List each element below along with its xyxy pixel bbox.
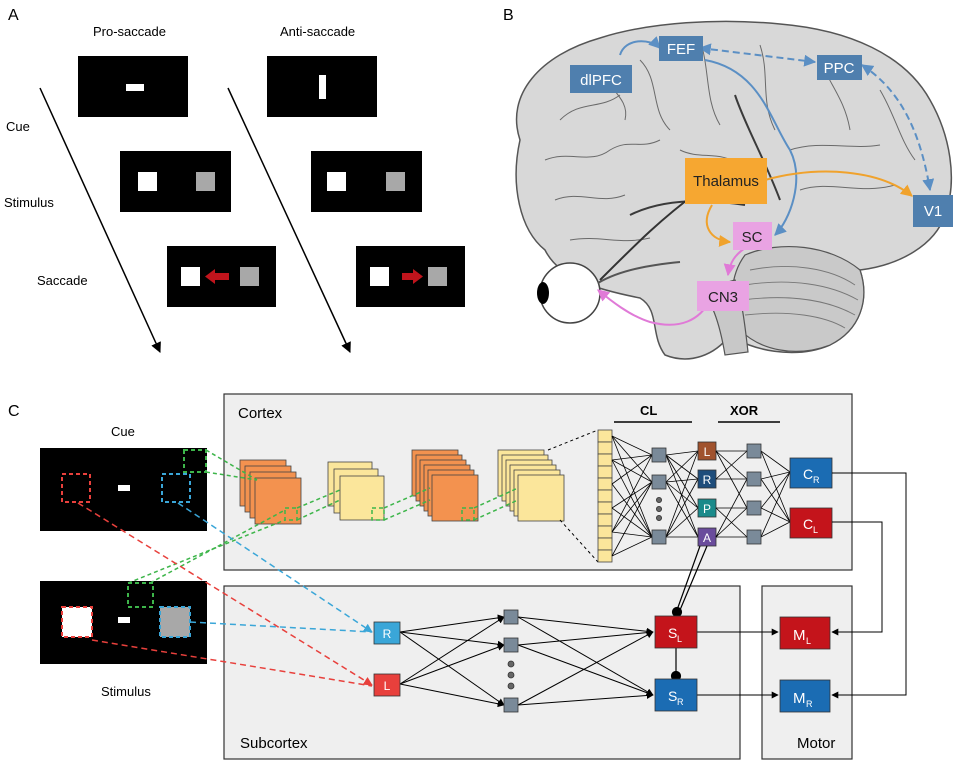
eye-icon	[537, 261, 681, 324]
rule-unit-l: L	[697, 441, 717, 461]
region-dlpfc: dlPFC	[570, 65, 632, 93]
cortex-output-cl: C L	[789, 507, 833, 539]
input-stimulus-screen	[40, 581, 207, 664]
subcortex-hidden-units	[503, 609, 519, 713]
region-cn3-label: CN3	[708, 289, 738, 306]
input-cue-label: Cue	[111, 424, 135, 439]
region-v1: V1	[913, 195, 953, 227]
region-ppc: PPC	[817, 55, 862, 80]
xor-hidden-units	[746, 443, 762, 545]
rule-unit-a: A	[697, 527, 717, 547]
rule-unit-r: R	[697, 469, 717, 489]
panel-a-label: A	[8, 7, 19, 24]
conv-layer-1	[239, 459, 302, 525]
cortex-label: Cortex	[238, 405, 283, 422]
subcortex-output-sr-sub: R	[677, 697, 684, 707]
motor-output-mr-label: M	[793, 690, 806, 707]
rightward-saccade-arrow-icon	[402, 269, 423, 284]
pro-saccade-title: Pro-saccade	[93, 24, 166, 39]
region-sc-label: SC	[742, 229, 763, 246]
pro-cue-screen	[78, 56, 188, 117]
cortex-output-cr-label: C	[803, 466, 813, 482]
region-cn3: CN3	[697, 281, 749, 311]
region-dlpfc-label: dlPFC	[580, 72, 622, 89]
flatten-lines	[547, 429, 599, 563]
subcortex-input-r: R	[373, 621, 401, 645]
motor-label: Motor	[797, 735, 835, 752]
motor-box	[761, 585, 853, 760]
anti-saccade-screen	[356, 246, 465, 307]
subcortex-box	[223, 585, 741, 760]
subcortex-output-sl-sub: L	[677, 634, 682, 644]
conv-layer-3	[411, 449, 479, 522]
subcortex-input-l-label: L	[384, 679, 391, 693]
panel-b: B	[503, 7, 953, 360]
time-arrow-anti	[227, 87, 351, 353]
motor-output-ml: M L	[779, 616, 831, 650]
cortex-output-cl-sub: L	[813, 525, 818, 535]
motor-output-ml-label: M	[793, 627, 806, 644]
subcortex-label: Subcortex	[240, 735, 308, 752]
region-fef: FEF	[659, 36, 703, 61]
region-thalamus: Thalamus	[685, 158, 767, 204]
rule-unit-a-label: A	[703, 531, 711, 545]
subcortex-output-sl-label: S	[668, 625, 677, 641]
xor-connections	[715, 450, 791, 538]
subcortex-input-l: L	[373, 673, 401, 697]
panel-b-label: B	[503, 7, 514, 24]
pathways	[597, 36, 935, 326]
motor-output-mr-sub: R	[806, 699, 813, 709]
region-sc: SC	[733, 222, 772, 250]
cortex-to-motor-connections	[831, 472, 907, 699]
rule-unit-p-label: P	[703, 502, 711, 516]
cortex-output-cr: C R	[789, 457, 833, 489]
anti-stimulus-screen	[311, 151, 422, 212]
subcortex-input-r-label: R	[383, 627, 392, 641]
motor-output-ml-sub: L	[806, 636, 811, 646]
pro-stimulus-screen	[120, 151, 231, 212]
panel-c-label: C	[8, 403, 20, 420]
conv-layer-2	[327, 461, 385, 521]
rule-unit-l-label: L	[704, 445, 711, 459]
rule-unit-p: P	[697, 498, 717, 518]
anti-saccade-title: Anti-saccade	[280, 24, 355, 39]
rule-unit-r-label: R	[703, 473, 712, 487]
subcortex-output-sr-label: S	[668, 688, 677, 704]
cerebellum-folia	[741, 266, 859, 329]
input-stimulus-label: Stimulus	[101, 684, 151, 699]
conv-layer-4	[497, 449, 565, 522]
cl-header: CL	[640, 403, 657, 418]
stimulus-phase-label: Stimulus	[4, 195, 54, 210]
cue-phase-label: Cue	[6, 119, 30, 134]
time-arrow-pro	[39, 87, 161, 353]
subcortex-output-sr: S R	[654, 678, 698, 712]
subcortex-output-sl: S L	[654, 615, 698, 649]
xor-header: XOR	[730, 403, 759, 418]
leftward-saccade-arrow-icon	[205, 269, 229, 284]
receptive-field-lines	[127, 449, 519, 584]
flatten-column	[597, 429, 613, 563]
input-cue-screen	[40, 448, 207, 531]
anti-cue-screen	[267, 56, 377, 117]
cortex-output-cr-sub: R	[813, 475, 820, 485]
region-v1-label: V1	[924, 203, 942, 220]
cl-connections	[611, 435, 699, 557]
panel-a: A Pro-saccade Anti-saccade Cue Stimulus …	[4, 7, 465, 353]
saccade-phase-label: Saccade	[37, 273, 88, 288]
panel-c: C Cortex Subcortex Motor Cue Stimulus	[8, 393, 907, 760]
cl-hidden-units	[651, 447, 667, 545]
region-fef-label: FEF	[667, 41, 695, 58]
region-thalamus-label: Thalamus	[693, 173, 759, 190]
cortex-output-cl-label: C	[803, 516, 813, 532]
motor-output-mr: M R	[779, 679, 831, 713]
input-mapping-lines	[77, 502, 373, 687]
region-ppc-label: PPC	[824, 60, 855, 77]
subcortex-connections	[399, 614, 779, 708]
pro-saccade-screen	[167, 246, 276, 307]
